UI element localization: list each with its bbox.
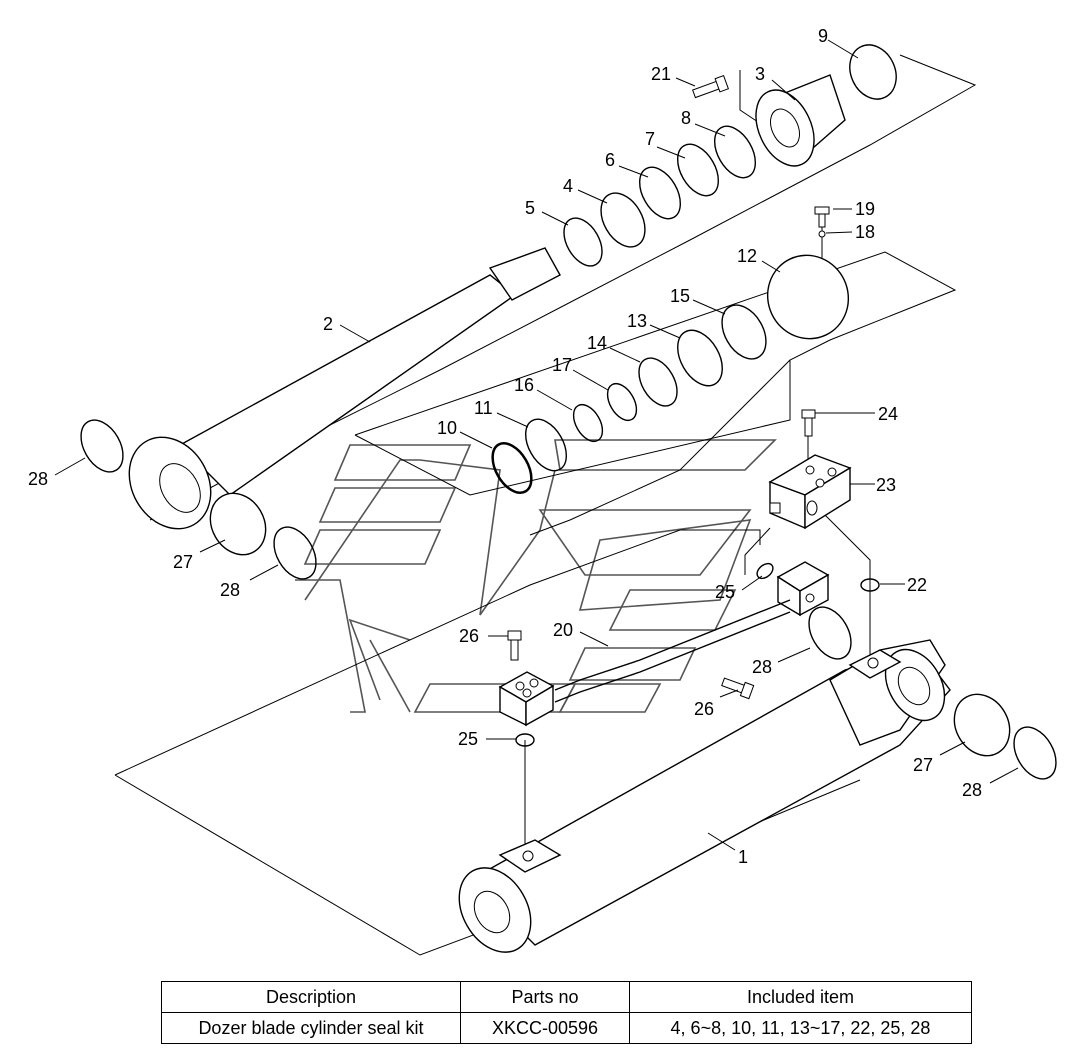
ring-part-16 xyxy=(572,403,604,443)
callout-9: 9 xyxy=(818,26,828,46)
oring-part-25-b xyxy=(515,733,535,747)
callout-25-a: 25 xyxy=(715,582,735,602)
pipe-part-20 xyxy=(498,561,830,727)
bolt-part-26-a xyxy=(510,639,519,661)
callout-23: 23 xyxy=(876,475,896,495)
callout-2: 2 xyxy=(323,314,333,334)
wiper-part-28-b xyxy=(273,526,317,580)
seal-part-13 xyxy=(677,329,723,387)
callout-25-b: 25 xyxy=(458,729,478,749)
callout-27-b: 27 xyxy=(913,755,933,775)
oring-part-22 xyxy=(860,578,880,592)
cylinder-tube-part-1 xyxy=(458,639,951,953)
bolt-part-19 xyxy=(818,212,826,228)
bolts xyxy=(507,74,830,700)
callout-22: 22 xyxy=(907,575,927,595)
callout-16: 16 xyxy=(514,375,534,395)
cell-description: Dozer blade cylinder seal kit xyxy=(161,1012,461,1044)
oring-part-25-a xyxy=(756,562,774,580)
callout-28-c: 28 xyxy=(752,657,772,677)
diagram-canvas: 9 3 21 8 7 6 4 5 19 18 12 15 13 14 17 16… xyxy=(28,26,1057,956)
ring-part-8 xyxy=(713,125,757,179)
ring-part-5 xyxy=(563,217,603,267)
callout-24: 24 xyxy=(878,404,898,424)
callout-6: 6 xyxy=(605,150,615,170)
piston-rod-part-2 xyxy=(128,247,561,530)
bolt-part-26-b xyxy=(721,677,755,700)
callout-17: 17 xyxy=(552,355,572,375)
oring-part-10 xyxy=(491,442,533,494)
piston-part-12 xyxy=(766,254,850,340)
callout-15: 15 xyxy=(670,286,690,306)
wiper-part-28-c xyxy=(808,606,852,660)
seal-rings xyxy=(80,44,1057,780)
callout-1: 1 xyxy=(738,847,748,867)
ball-part-18 xyxy=(818,230,826,238)
callout-20: 20 xyxy=(553,620,573,640)
callout-28-d: 28 xyxy=(962,780,982,800)
callout-26-a: 26 xyxy=(459,626,479,646)
callout-labels: 9 3 21 8 7 6 4 5 19 18 12 15 13 14 17 16… xyxy=(28,26,982,867)
callout-8: 8 xyxy=(681,108,691,128)
seal-kit-table: Description Parts no Included item Dozer… xyxy=(161,981,972,1044)
callout-3: 3 xyxy=(755,64,765,84)
assembly-guide-lines xyxy=(114,54,977,956)
callout-5: 5 xyxy=(525,198,535,218)
bolt-part-24 xyxy=(804,417,813,437)
table-row: Dozer blade cylinder seal kit XKCC-00596… xyxy=(161,1012,972,1044)
callout-28-a: 28 xyxy=(28,469,48,489)
ring-part-15 xyxy=(721,304,767,360)
cell-included-item: 4, 6~8, 10, 11, 13~17, 22, 25, 28 xyxy=(629,1012,972,1044)
ring-part-7 xyxy=(676,143,720,197)
header-included-item: Included item xyxy=(629,981,972,1013)
seal-part-4 xyxy=(600,192,646,248)
ring-part-14 xyxy=(638,357,678,407)
ring-part-11 xyxy=(524,418,568,472)
callout-13: 13 xyxy=(627,311,647,331)
callout-28-b: 28 xyxy=(220,580,240,600)
watermark-logo xyxy=(295,439,777,713)
table-header-row: Description Parts no Included item xyxy=(161,981,972,1013)
leader-lines xyxy=(54,39,1019,851)
callout-10: 10 xyxy=(437,418,457,438)
wiper-part-28-d xyxy=(1013,726,1057,780)
callout-12: 12 xyxy=(737,246,757,266)
callout-26-b: 26 xyxy=(694,699,714,719)
cylinder-head-part-3 xyxy=(755,74,846,167)
callout-14: 14 xyxy=(587,333,607,353)
ring-part-17 xyxy=(606,382,638,422)
wiper-part-28-a xyxy=(80,419,124,473)
bushing-part-27-a xyxy=(209,492,267,556)
cell-parts-no: XKCC-00596 xyxy=(460,1012,630,1044)
ring-part-6 xyxy=(638,166,682,220)
bolt-part-21 xyxy=(692,74,730,99)
callout-11: 11 xyxy=(474,398,493,418)
callout-19: 19 xyxy=(855,199,875,219)
callout-27-a: 27 xyxy=(173,552,193,572)
callout-4: 4 xyxy=(563,176,573,196)
callout-21: 21 xyxy=(651,64,671,84)
bushing-part-27-b xyxy=(953,693,1011,757)
callout-7: 7 xyxy=(645,129,655,149)
header-parts-no: Parts no xyxy=(460,981,630,1013)
bushing-part-9 xyxy=(849,44,897,100)
valve-block-part-23 xyxy=(768,454,852,530)
callout-18: 18 xyxy=(855,222,875,242)
header-description: Description xyxy=(161,981,461,1013)
